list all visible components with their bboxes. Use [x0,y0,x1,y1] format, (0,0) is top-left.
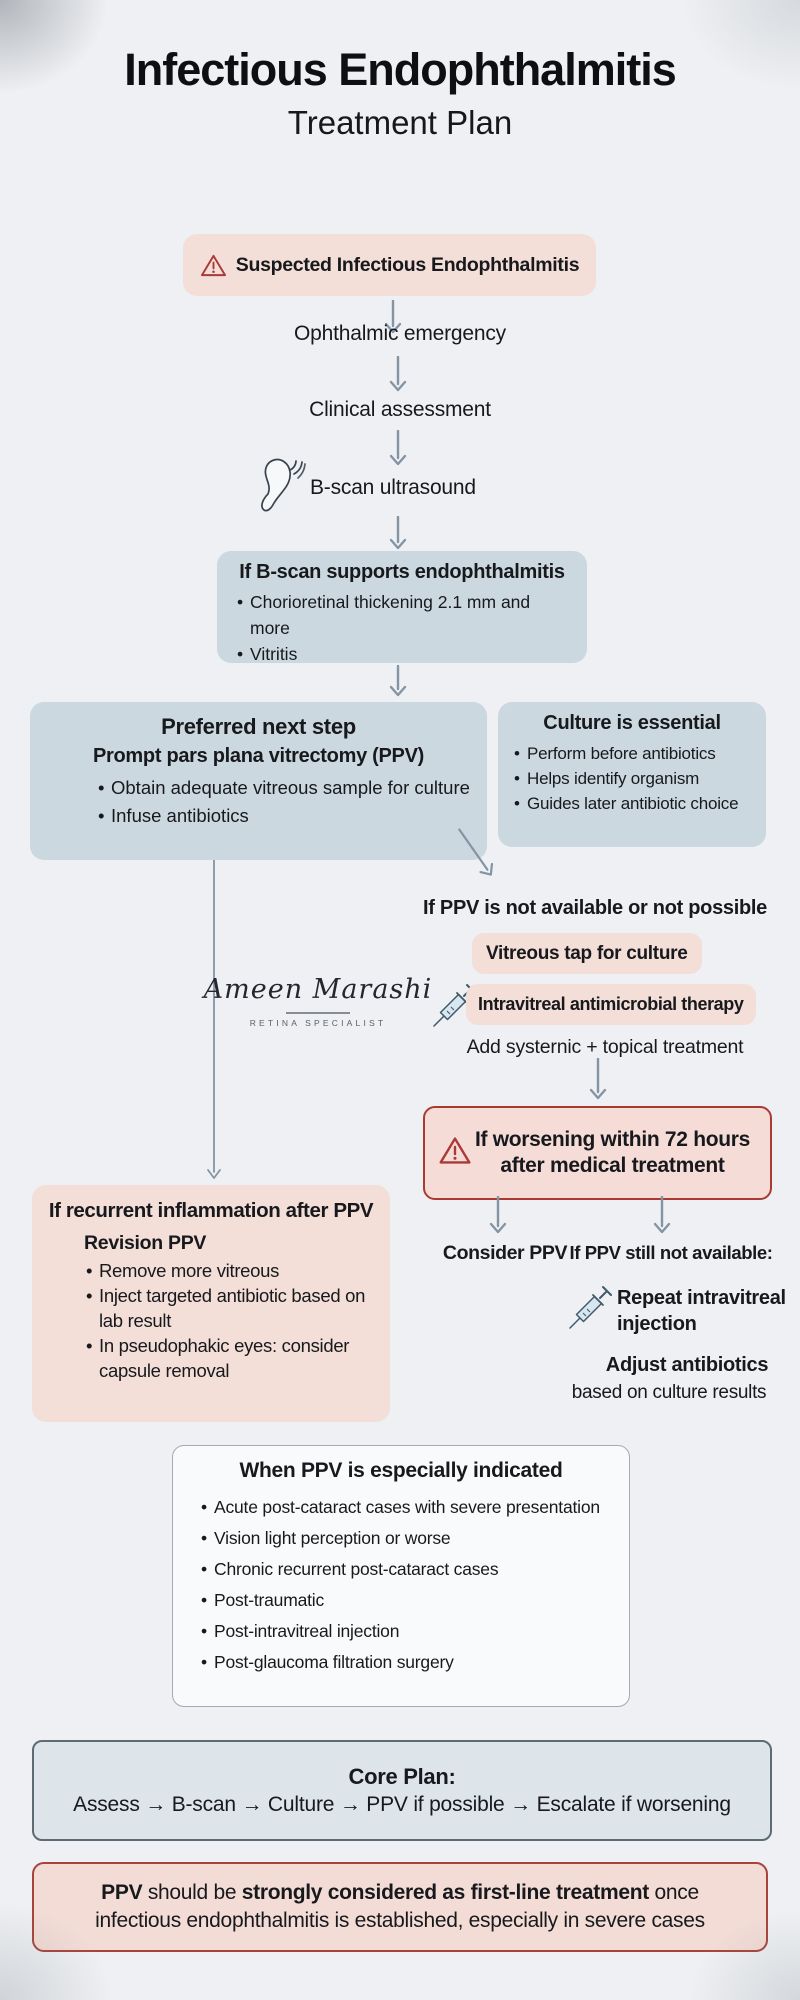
bscan-box-title: If B-scan supports endophthalmitis [239,561,565,583]
core-plan-sequence: Assess → B-scan → Culture → PPV if possi… [73,1793,731,1816]
culture-essential-box: Culture is essential Perform before anti… [498,702,766,847]
indications-box-title: When PPV is especially indicated [239,1459,563,1482]
preferred-box-subtitle: Prompt pars plana vitrectomy (PPV) [92,745,424,767]
indication-bullet: Vision light perception or worse [199,1523,611,1554]
step-clinical-assessment: Clinical assessment [309,398,491,421]
bscan-bullet: Chorioretinal thickening 2.1 mm and more [235,589,573,641]
ppv-unavailable-label: If PPV still not available: [569,1242,773,1263]
page-title: Infectious Endophthalmitis [124,44,677,95]
recurrent-inflammation-box: If recurrent inflammation after PPV Revi… [32,1185,390,1422]
footer-emphasis-box: PPV should be strongly considered as fir… [32,1862,768,1952]
suspected-label: Suspected Infectious Endophthalmitis [235,253,580,276]
intravitreal-therapy-pill: Intravitreal antimicrobial therapy [466,984,756,1025]
signature-name: Ameen Marashi [203,974,433,1005]
suspected-endophthalmitis-pill: Suspected Infectious Endophthalmitis [183,234,596,296]
culture-bullet: Perform before antibiotics [512,741,754,766]
preferred-box-title: Preferred next step [161,714,356,739]
consider-ppv-label: Consider PPV [442,1242,568,1264]
preferred-next-step-box: Preferred next step Prompt pars plana vi… [30,702,487,860]
no-ppv-heading: If PPV is not available or not possible [423,897,767,919]
arrow-diagonal-icon [451,824,499,882]
page-subtitle: Treatment Plan [287,104,513,141]
footer-emphasis-text: PPV should be strongly considered as fir… [95,1881,705,1932]
vitreous-tap-label: Vitreous tap for culture [486,942,688,964]
repeat-injection-label: Repeat intravitreal injection [617,1285,786,1337]
bscan-findings-box: If B-scan supports endophthalmitis Chori… [217,551,587,667]
recurrent-bullet: In pseudophakic eyes: consider capsule r… [84,1333,374,1383]
repeat-injection-line1: Repeat intravitreal [617,1287,786,1309]
arrow-down-icon [389,430,407,466]
preferred-bullet: Obtain adequate vitreous sample for cult… [96,774,473,802]
signature-block: Ameen Marashi RETINA SPECIALIST [188,974,448,1028]
arrow-down-long-icon [205,860,223,1180]
core-plan-box: Core Plan: Assess → B-scan → Culture → P… [32,1740,772,1841]
intravitreal-therapy-label: Intravitreal antimicrobial therapy [478,994,744,1014]
arrow-down-icon [589,1058,607,1100]
arrow-down-icon [653,1196,671,1234]
signature-role: RETINA SPECIALIST [249,1017,387,1028]
worsening-line2: after medical treatment [500,1154,725,1177]
indication-bullet: Post-traumatic [199,1585,611,1616]
vitreous-tap-pill: Vitreous tap for culture [472,933,702,974]
warning-triangle-icon [439,1137,471,1164]
arrow-down-icon [389,516,407,550]
systemic-topical-note: Add systernic + topical treatment [466,1036,744,1058]
worsening-line1: If worsening within 72 hours [474,1128,751,1151]
adjust-antibiotics-note: based on culture results [571,1382,767,1403]
arrow-down-icon [389,356,407,392]
preferred-bullet: Infuse antibiotics [96,802,473,830]
culture-bullet: Guides later antibiotic choice [512,791,754,816]
step-ophthalmic-emergency: Ophthalmic emergency [294,322,506,345]
step-bscan-ultrasound: B-scan ultrasound [310,476,476,499]
ultrasound-probe-icon [261,458,306,512]
adjust-antibiotics-label: Adjust antibiotics [605,1354,769,1376]
recurrent-box-title: If recurrent inflammation after PPV [48,1199,374,1222]
recurrent-box-subtitle: Revision PPV [84,1232,207,1254]
culture-bullet: Helps identify organism [512,766,754,791]
arrow-down-icon [489,1196,507,1234]
culture-box-title: Culture is essential [543,712,721,734]
bscan-bullet: Vitritis [235,641,573,667]
recurrent-bullet: Inject targeted antibiotic based on lab … [84,1283,374,1333]
arrow-down-icon [389,665,407,697]
worsening-alert-box: If worsening within 72 hours after medic… [423,1106,772,1200]
indication-bullet: Post-glaucoma filtration surgery [199,1647,611,1678]
warning-triangle-icon [200,254,226,276]
repeat-injection-line2: injection [617,1313,697,1335]
signature-divider [286,1012,350,1014]
recurrent-bullet: Remove more vitreous [84,1258,374,1283]
ppv-indications-box: When PPV is especially indicated Acute p… [172,1445,630,1707]
indication-bullet: Post-intravitreal injection [199,1616,611,1647]
arrow-down-icon [384,300,402,334]
indication-bullet: Acute post-cataract cases with severe pr… [199,1492,611,1523]
core-plan-title: Core Plan: [348,1764,456,1789]
indication-bullet: Chronic recurrent post-cataract cases [199,1554,611,1585]
syringe-icon [569,1286,612,1329]
